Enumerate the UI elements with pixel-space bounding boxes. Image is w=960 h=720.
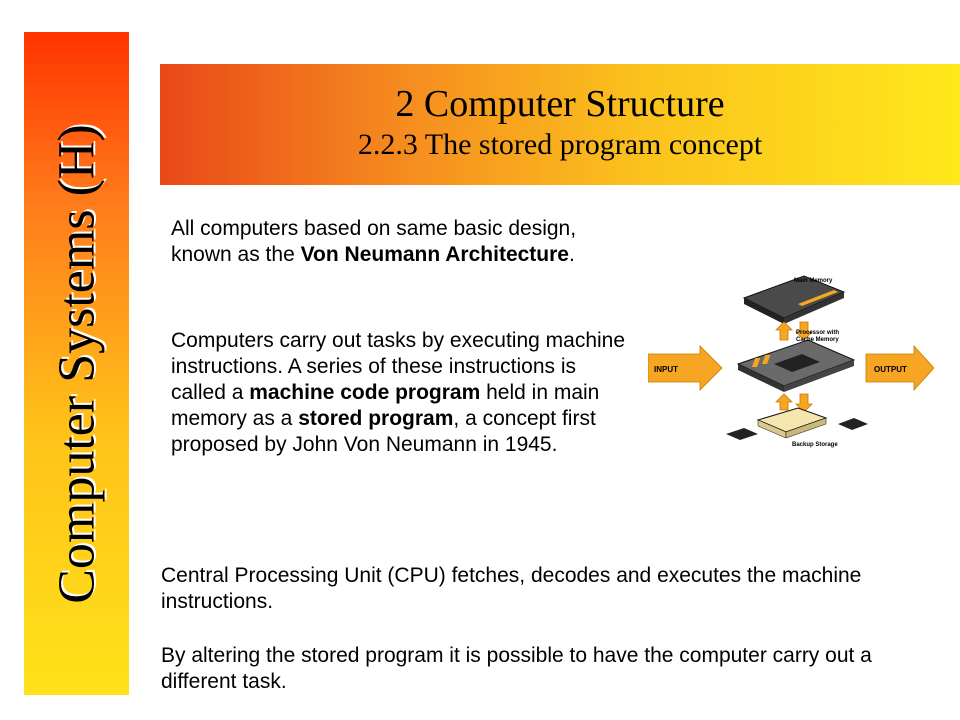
slide-subtitle: 2.2.3 The stored program concept [357, 128, 763, 161]
course-title: Computer Systems (H) [48, 123, 105, 604]
cpu-backup-arrows [775, 393, 813, 413]
body-text: held in main memory as a [171, 381, 600, 430]
body-text: , a concept first proposed by John Von N… [171, 407, 596, 456]
paragraph-cpu: Central Processing Unit (CPU) fetches, d… [161, 564, 862, 613]
backup-storage-label: Backup Storage [792, 442, 838, 448]
side-bar: Computer Systems (H) [24, 32, 129, 695]
output-label: OUTPUT [874, 365, 907, 374]
memory-cpu-arrows [775, 321, 813, 341]
slide-header: 2 Computer Structure 2.2.3 The stored pr… [160, 64, 960, 185]
slide-title: 2 Computer Structure [395, 83, 725, 125]
main-memory-label: Main Memory [794, 278, 833, 284]
paragraph-von-neumann: All computers based on same basic design… [171, 216, 621, 268]
emphasis-text: machine code program [249, 381, 481, 404]
processor-label-1: Processor with [796, 330, 839, 336]
emphasis-text: stored program [298, 407, 454, 430]
input-arrow: INPUT [648, 345, 723, 391]
von-neumann-diagram: Main Memory Processor with Cache Memory … [648, 275, 934, 448]
processor-board: Processor with Cache Memory [736, 330, 856, 392]
output-arrow: OUTPUT [865, 344, 934, 392]
backup-storage-device: Backup Storage [726, 407, 868, 448]
emphasis-text: Von Neumann Architecture [300, 243, 569, 266]
body-text: Computers carry out tasks by executing m… [171, 329, 626, 404]
input-label: INPUT [654, 365, 678, 374]
paragraph-stored-program: Computers carry out tasks by executing m… [171, 328, 626, 458]
body-text: . [568, 243, 575, 266]
main-memory-chip: Main Memory [742, 275, 846, 324]
body-text: All computers based on same basic design… [171, 217, 577, 266]
paragraph-altering-program: By altering the stored program it is pos… [161, 644, 872, 693]
processor-label-2: Cache Memory [796, 337, 839, 343]
